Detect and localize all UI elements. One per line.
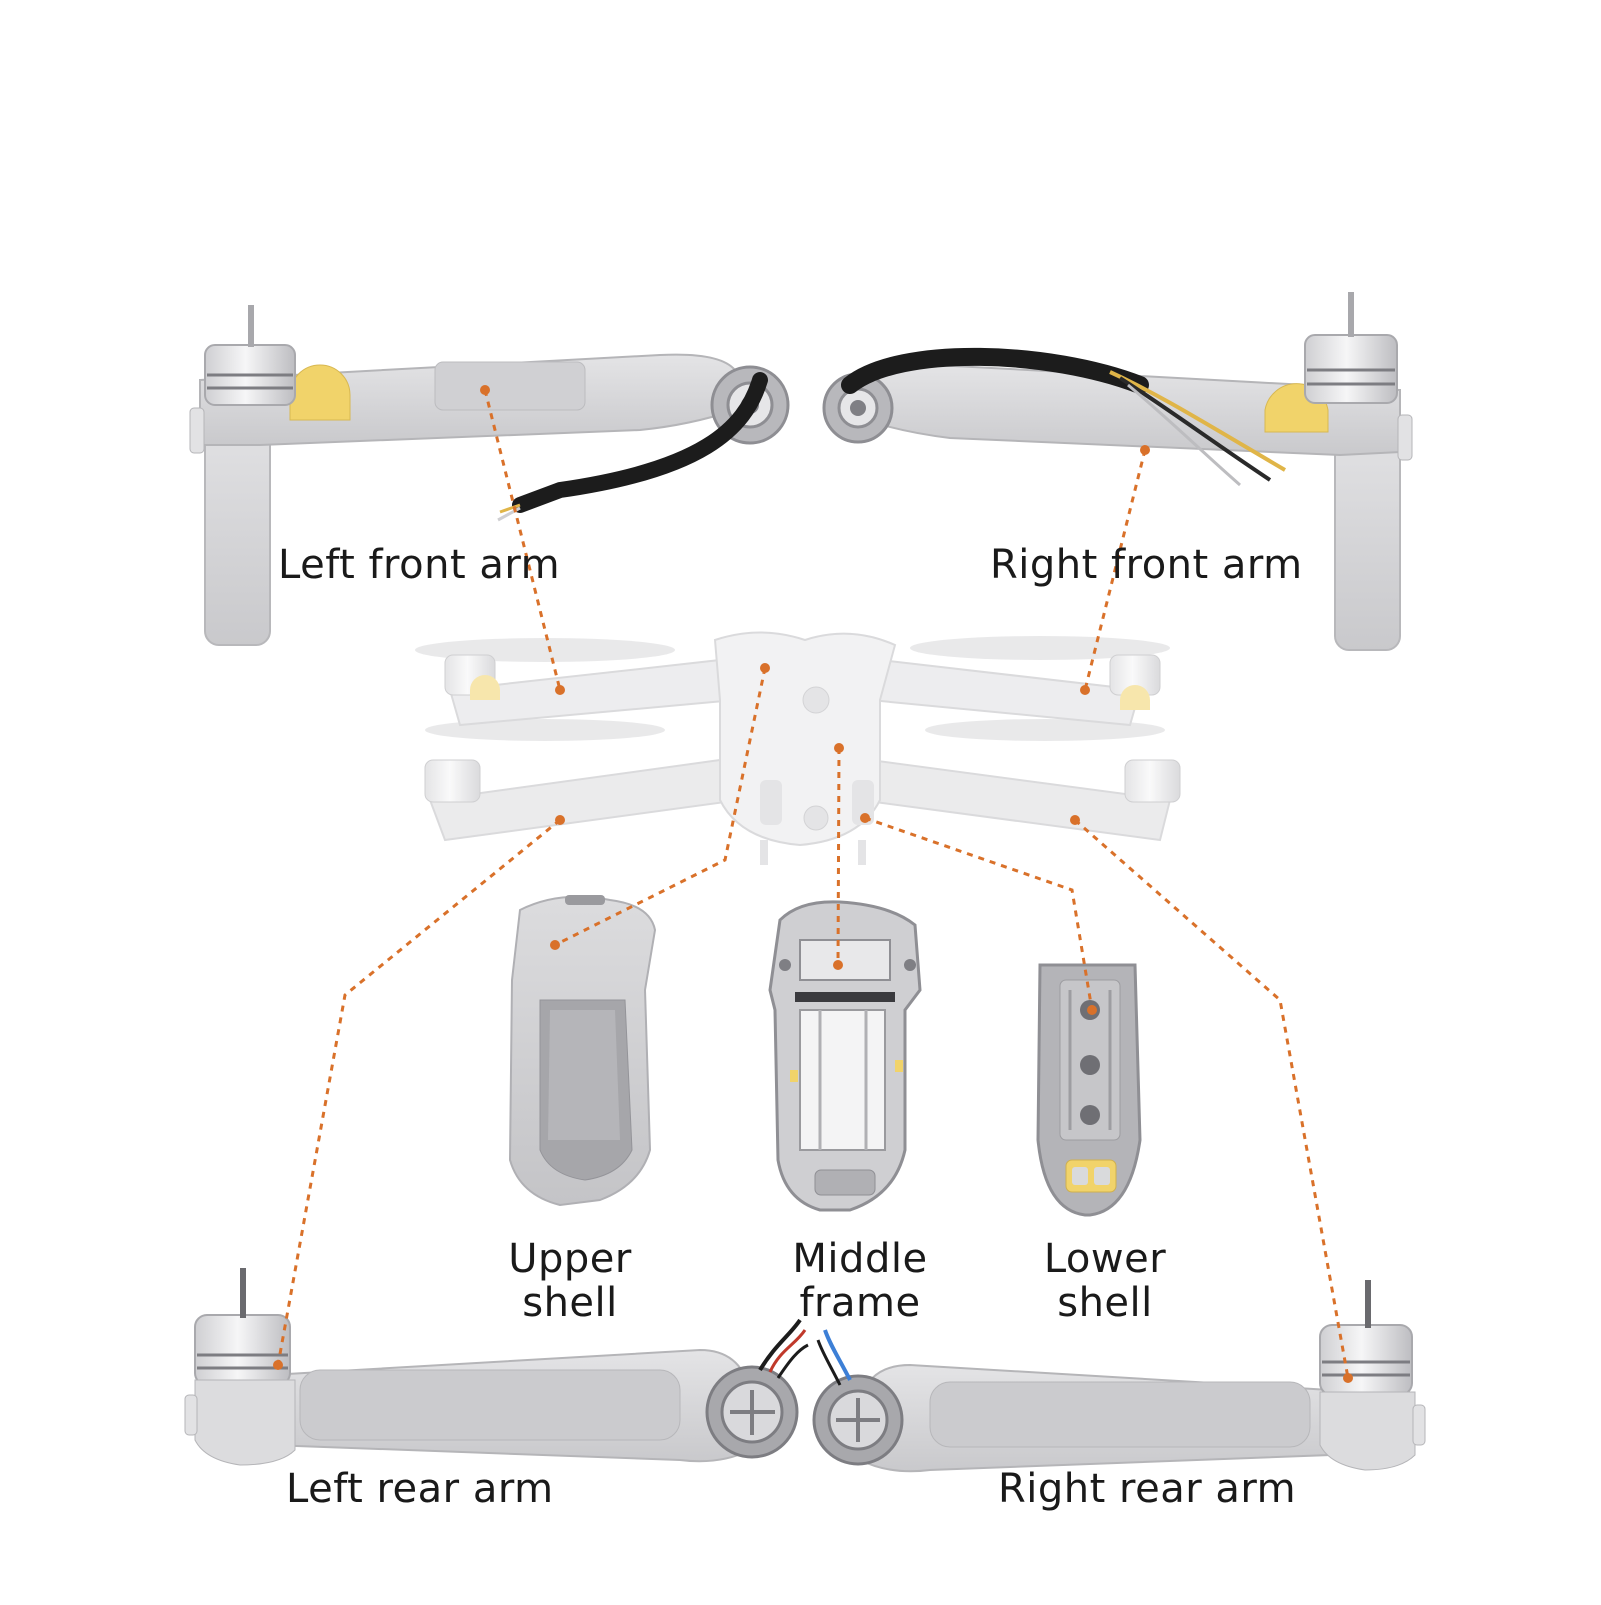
label-lower-shell-line1: Lower: [1043, 1236, 1167, 1282]
middle-frame-part: [768, 900, 922, 1212]
leader-right-rear-arm: [1074, 818, 1350, 1379]
left-front-arm-part: [189, 305, 790, 646]
leader-lower-shell: [864, 816, 1094, 1011]
label-left-front-arm: Left front arm: [278, 542, 561, 588]
right-rear-arm-part: [812, 1280, 1426, 1473]
upper-shell-part: [508, 895, 657, 1207]
right-front-arm-part: [822, 292, 1413, 651]
assembled-drone: [415, 631, 1181, 865]
lower-shell-part: [1036, 963, 1142, 1217]
label-middle-frame: Middle frame: [775, 1237, 945, 1325]
leader-upper-shell: [554, 667, 767, 947]
label-lower-shell-line2: shell: [1057, 1280, 1153, 1326]
leader-left-rear-arm: [276, 818, 561, 1366]
label-left-rear-arm: Left rear arm: [286, 1466, 554, 1512]
leader-endpoints: [273, 385, 1353, 1383]
label-middle-frame-line2: frame: [799, 1280, 921, 1326]
label-upper-shell: Upper shell: [490, 1237, 650, 1325]
leader-left-front-arm: [483, 389, 562, 691]
leader-right-front-arm: [1083, 449, 1147, 691]
label-upper-shell-line2: shell: [522, 1280, 618, 1326]
leader-lines: [276, 389, 1350, 1379]
leader-middle-frame: [836, 747, 841, 966]
label-right-rear-arm: Right rear arm: [998, 1466, 1297, 1512]
left-rear-arm-part: [184, 1268, 809, 1466]
label-upper-shell-line1: Upper: [508, 1236, 632, 1282]
label-middle-frame-line1: Middle: [792, 1236, 928, 1282]
label-lower-shell: Lower shell: [1025, 1237, 1185, 1325]
label-right-front-arm: Right front arm: [990, 542, 1303, 588]
